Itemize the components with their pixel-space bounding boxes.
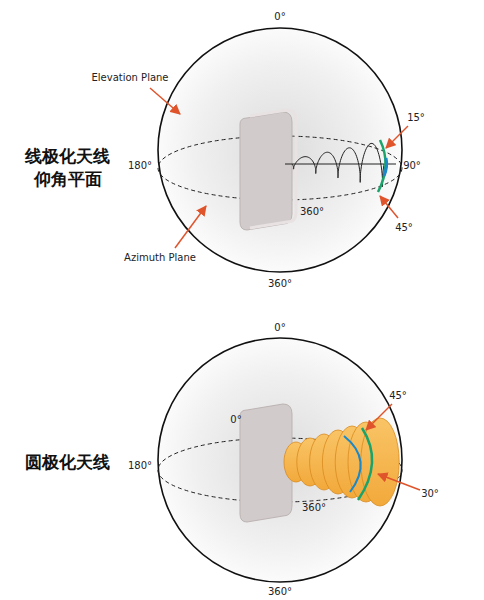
angle-label: Azimuth Plane — [124, 252, 196, 264]
circular-antenna-sphere — [158, 338, 420, 582]
angle-label: 15° — [407, 112, 425, 124]
angle-label: Elevation Plane — [91, 72, 168, 84]
angle-label: 360° — [268, 278, 292, 290]
angle-label: 45° — [395, 222, 413, 234]
angle-label: 180° — [128, 460, 152, 472]
angle-label: 30° — [421, 488, 439, 500]
angle-label: 360° — [268, 586, 292, 598]
angle-label: 45° — [389, 390, 407, 402]
angle-label: 0° — [274, 322, 285, 334]
linear-antenna-sphere — [150, 28, 408, 272]
angle-label: 180° — [128, 160, 152, 172]
angle-label: 0° — [274, 11, 285, 23]
angle-label: 360° — [300, 206, 324, 218]
side-heading: 圆极化天线 — [22, 451, 114, 474]
angle-label: 0° — [230, 414, 241, 426]
angle-label: 360° — [302, 502, 326, 514]
side-heading: 线极化天线 仰角平面 — [22, 145, 114, 191]
angle-label: 90° — [403, 160, 421, 172]
